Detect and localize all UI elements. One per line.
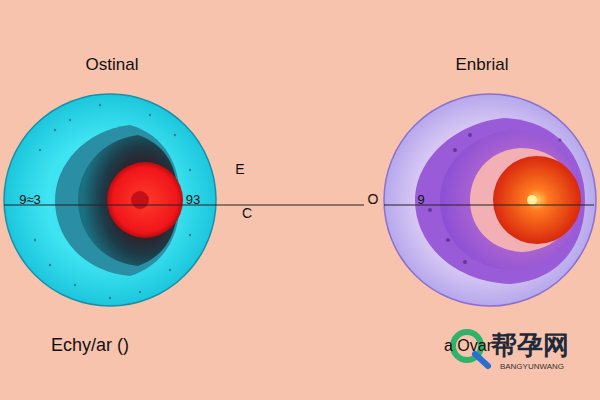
watermark: 帮孕网 (491, 331, 569, 360)
axis-letter: E (235, 162, 244, 177)
callout-number: 9 (417, 193, 424, 207)
callout-number: 9≈3 (19, 193, 41, 207)
axis-letter: O (368, 192, 379, 207)
callout-number: 93 (186, 193, 200, 207)
cell-caption: Echy/ar () (51, 336, 129, 356)
cell-caption: a Ovar (444, 337, 492, 355)
cell-heading: Enbrial (456, 56, 509, 75)
axis-letter: C (242, 206, 252, 221)
watermark: BANGYUNWANG (500, 363, 564, 372)
cell-heading: Ostinal (86, 56, 139, 75)
